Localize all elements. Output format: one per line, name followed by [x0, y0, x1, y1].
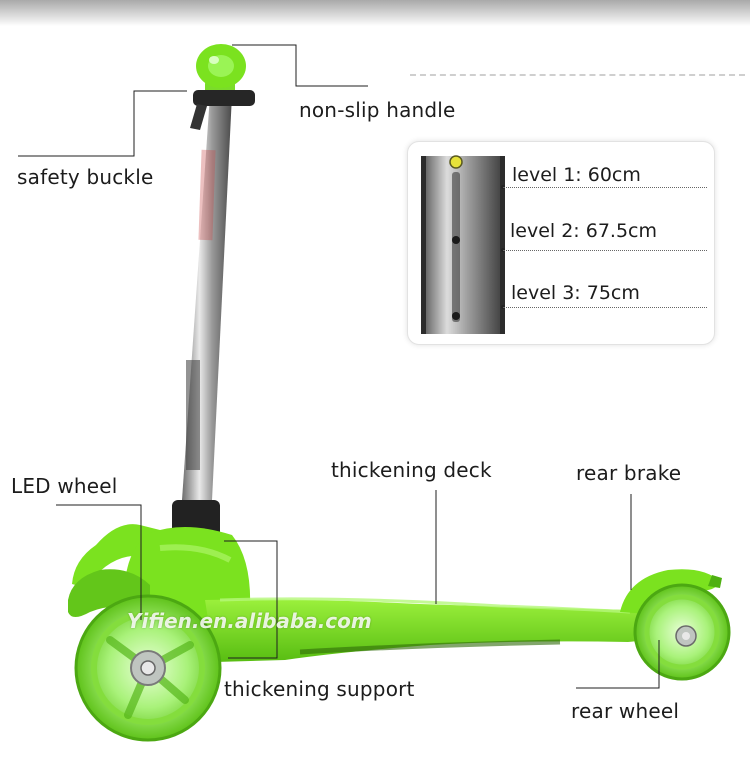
rear-wheel-graphic	[633, 583, 731, 681]
safety-buckle-clamp	[190, 90, 255, 130]
height-levels-inset: level 1: 60cm level 2: 67.5cm level 3: 7…	[407, 141, 715, 345]
level-1-dotline	[503, 187, 707, 188]
thickening-support-label: thickening support	[224, 677, 415, 701]
watermark-text: Yifien.en.alibaba.com	[127, 609, 372, 633]
safety-buckle-label: safety buckle	[17, 165, 154, 189]
decorative-dashed-line	[410, 74, 745, 76]
led-wheel-label: LED wheel	[11, 474, 118, 498]
top-gradient-bar	[0, 0, 750, 26]
rear-brake-label: rear brake	[576, 461, 682, 485]
steering-pole	[182, 95, 232, 500]
deck	[205, 597, 659, 662]
thickening-deck-label: thickening deck	[331, 458, 492, 482]
inset-pole-closeup	[421, 155, 505, 334]
handle-knob	[196, 44, 246, 102]
level-1-label: level 1: 60cm	[512, 164, 641, 186]
front-led-wheel	[74, 594, 222, 742]
non-slip-handle-label: non-slip handle	[299, 98, 456, 122]
level-2-dotline	[503, 250, 707, 251]
leader-lines	[18, 44, 660, 689]
level-2-label: level 2: 67.5cm	[510, 220, 658, 242]
level-3-dotline	[503, 307, 707, 308]
level-3-label: level 3: 75cm	[511, 282, 640, 304]
rear-wheel-label: rear wheel	[571, 699, 680, 723]
